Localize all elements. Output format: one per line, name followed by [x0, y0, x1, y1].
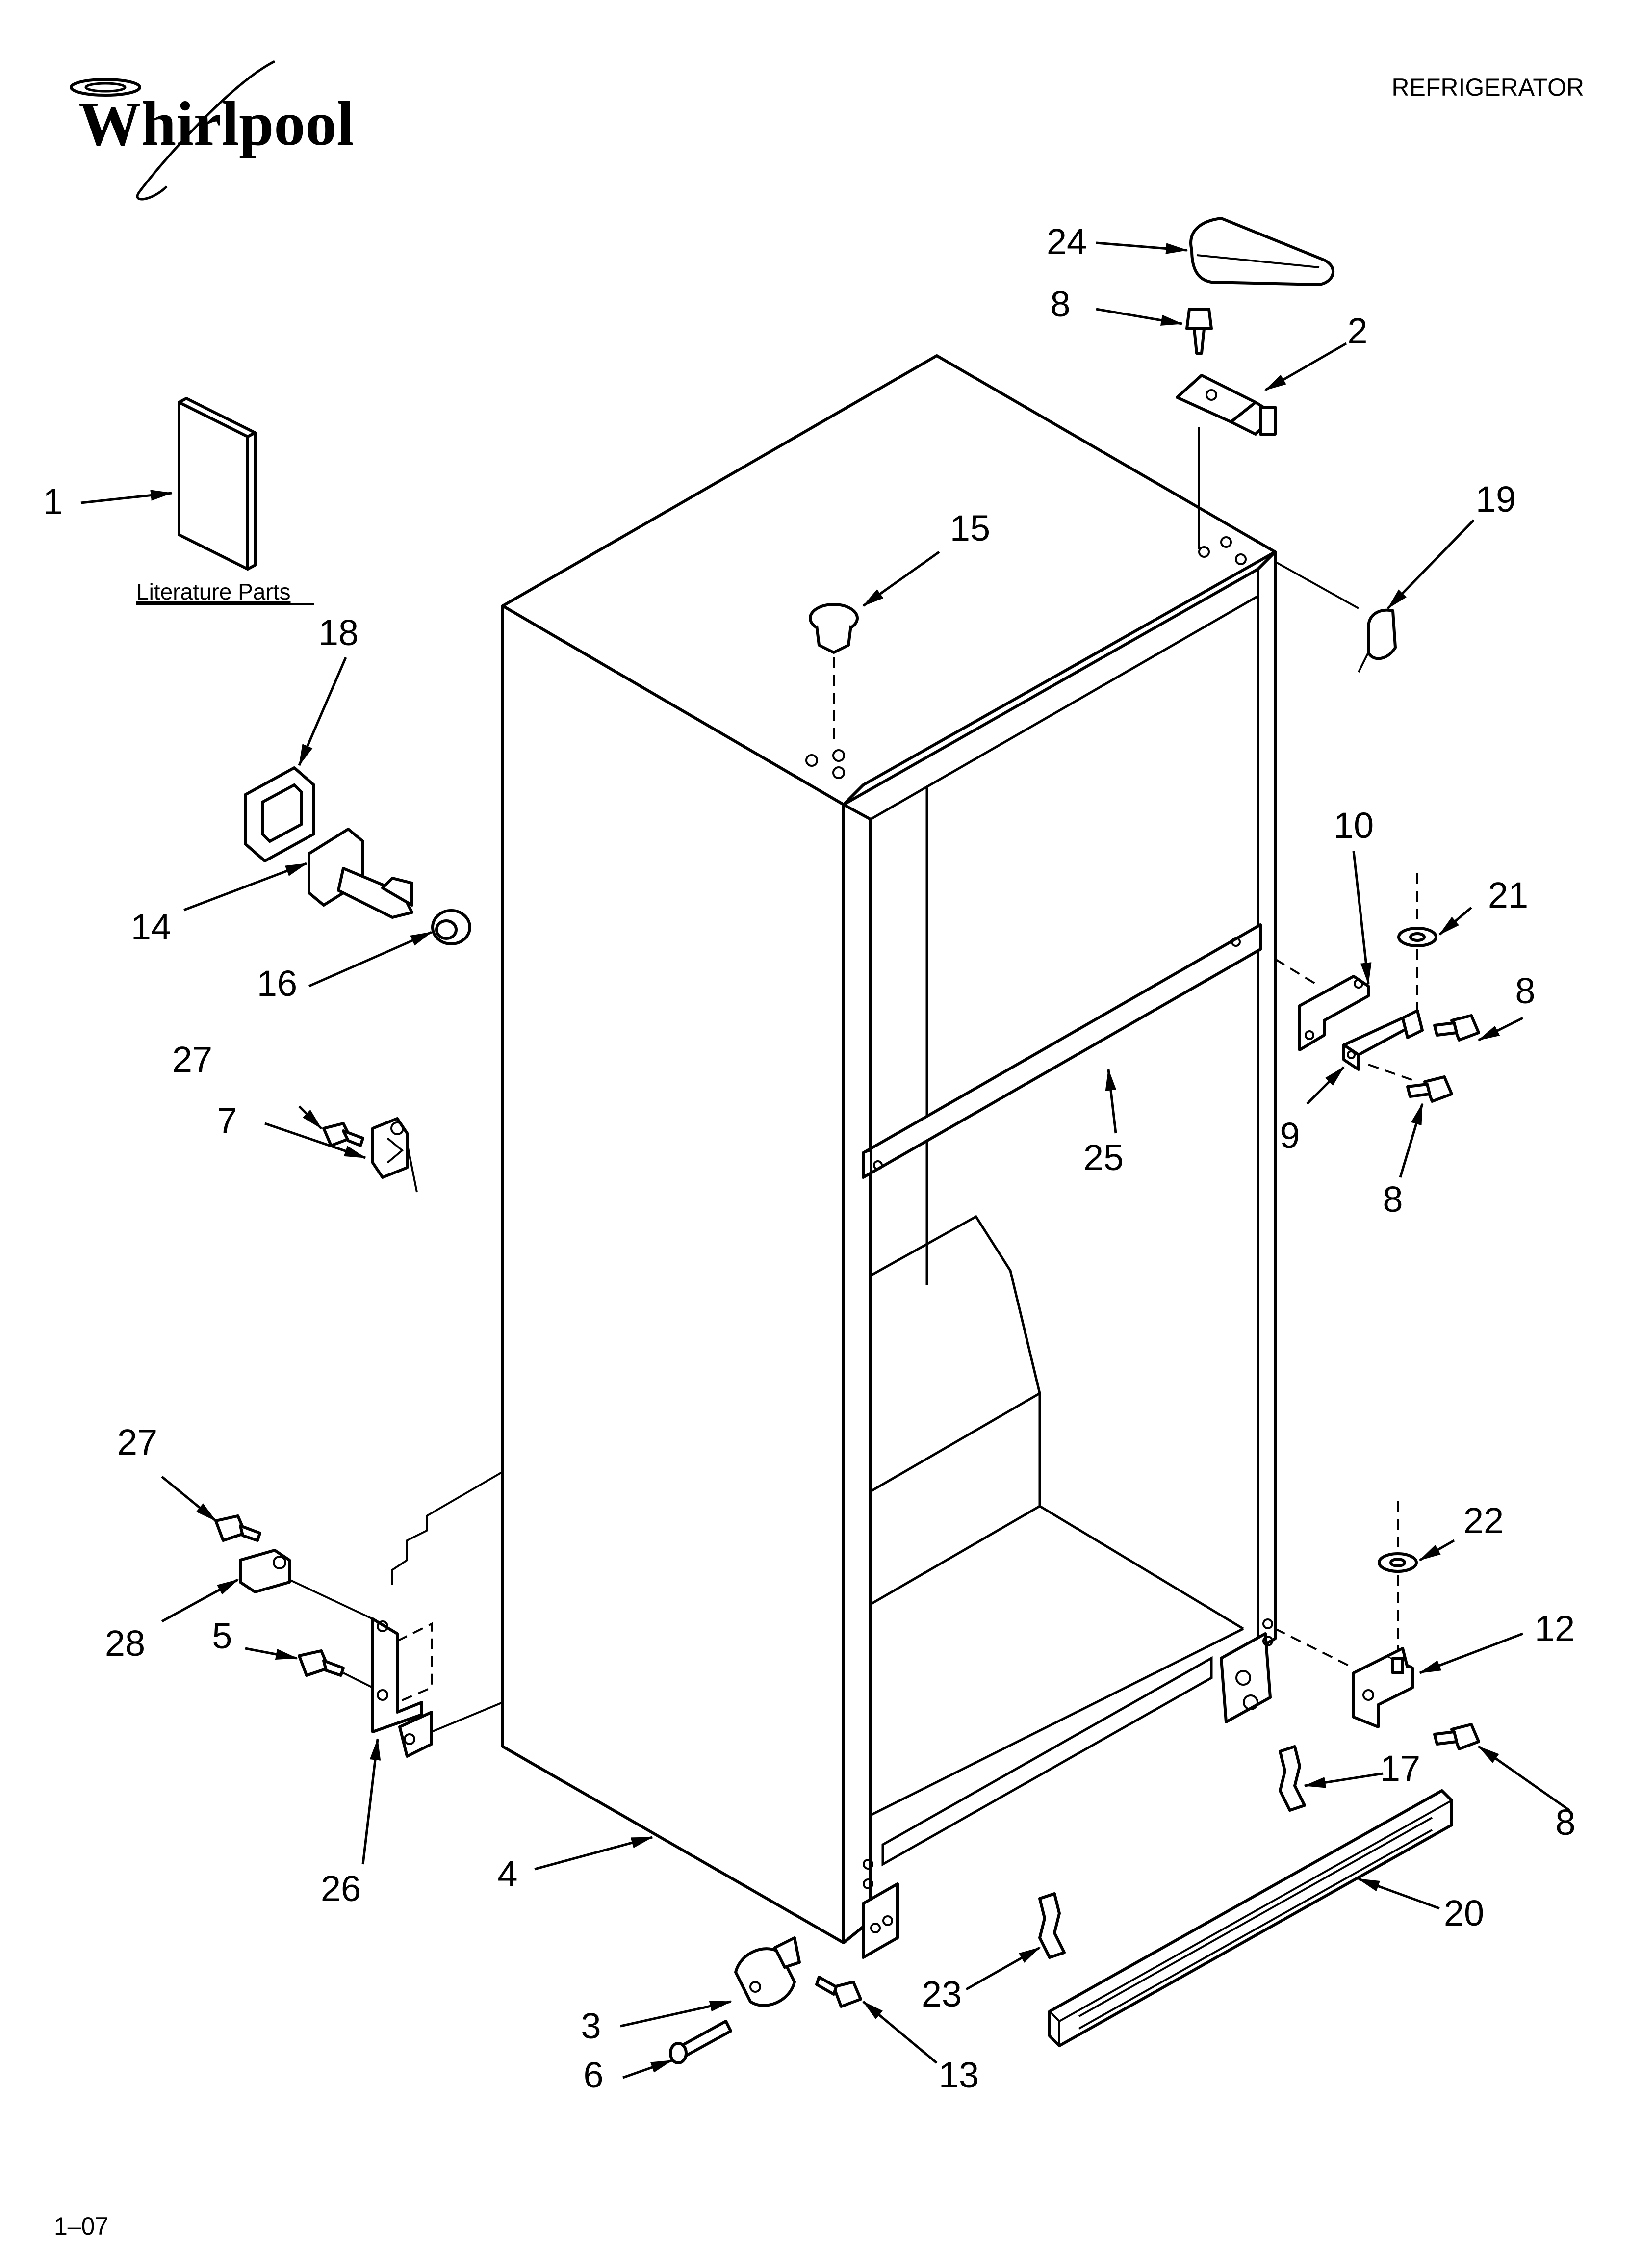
callout-4: 4: [497, 1853, 517, 1894]
callout-10: 10: [1334, 805, 1374, 846]
cam-pin-14: [308, 828, 413, 919]
hinge-screw-top: [1185, 308, 1213, 355]
screw-13: [815, 1976, 862, 2008]
screw-8-lower: [1433, 1723, 1480, 1750]
callout-24: 24: [1047, 221, 1087, 262]
callout-8-right-b: 8: [1383, 1179, 1403, 1220]
pin-6: [669, 2020, 732, 2064]
callout-1: 1: [43, 481, 63, 522]
bracket-7: [371, 1117, 418, 1193]
top-hinge: [1176, 374, 1277, 436]
callout-3: 3: [581, 2006, 601, 2046]
hinge-bracket-3: [734, 1936, 801, 2007]
callout-22: 22: [1463, 1500, 1504, 1541]
cross-rail: [862, 923, 1262, 1179]
callout-14: 14: [131, 907, 171, 947]
hinge-9: [1342, 1009, 1424, 1071]
washer-22: [1378, 1552, 1418, 1573]
callout-12: 12: [1535, 1608, 1575, 1649]
clip-23: [1038, 1892, 1066, 1959]
brand-wordmark: Whirlpool: [78, 89, 354, 158]
callout-labels: 1 2 3 4 5 6 7 8 8 8 8 9 10 12 13 14 15 1…: [43, 221, 1575, 2095]
callout-6: 6: [583, 2055, 603, 2095]
plug-button: [809, 603, 859, 654]
callout-26: 26: [321, 1868, 361, 1909]
callout-8-top: 8: [1050, 284, 1070, 324]
bracket-26: [371, 1617, 433, 1758]
callout-8-right-a: 8: [1515, 970, 1535, 1011]
screw-8-right-b: [1406, 1075, 1453, 1103]
screw-8-right-a: [1433, 1014, 1480, 1042]
product-title: REFRIGERATOR: [1391, 74, 1584, 101]
clamp-28: [239, 1549, 291, 1593]
callout-17: 17: [1380, 1748, 1420, 1789]
callout-13: 13: [939, 2055, 979, 2095]
screw-27-lower: [214, 1514, 261, 1542]
hinge-cover: [1189, 217, 1335, 286]
screw-5: [298, 1649, 345, 1677]
base-grille-20: [1048, 1789, 1453, 2047]
callout-18: 18: [318, 612, 359, 653]
callout-16: 16: [257, 963, 297, 1004]
hinge-12: [1352, 1647, 1414, 1728]
callout-7: 7: [217, 1100, 237, 1141]
date-code: 1–07: [54, 2213, 108, 2240]
callout-27-upper: 27: [172, 1039, 212, 1080]
whirlpool-logo: Whirlpool: [70, 60, 354, 201]
callout-20: 20: [1444, 1893, 1484, 1933]
clip-17: [1279, 1745, 1306, 1812]
callout-2: 2: [1347, 311, 1367, 351]
callout-27-lower: 27: [117, 1422, 157, 1462]
callout-23: 23: [922, 1974, 962, 2014]
gasket-18: [244, 766, 315, 862]
bushing-16: [431, 909, 471, 945]
callout-19: 19: [1476, 479, 1516, 520]
washer-21: [1397, 927, 1437, 947]
leader-arrows: [80, 241, 1570, 2079]
callout-9: 9: [1280, 1115, 1300, 1156]
screw-27-upper: [322, 1122, 364, 1147]
callout-15: 15: [950, 508, 990, 548]
callout-25: 25: [1083, 1137, 1124, 1178]
callout-21: 21: [1488, 875, 1528, 915]
hinge-cap: [1358, 608, 1397, 673]
literature-parts-icon: [178, 397, 257, 571]
refrigerator-cabinet: [391, 354, 1277, 1959]
callout-5: 5: [212, 1616, 232, 1656]
literature-parts-label: Literature Parts: [136, 579, 290, 604]
callout-28: 28: [105, 1623, 145, 1664]
callout-8-lower: 8: [1555, 1802, 1575, 1843]
